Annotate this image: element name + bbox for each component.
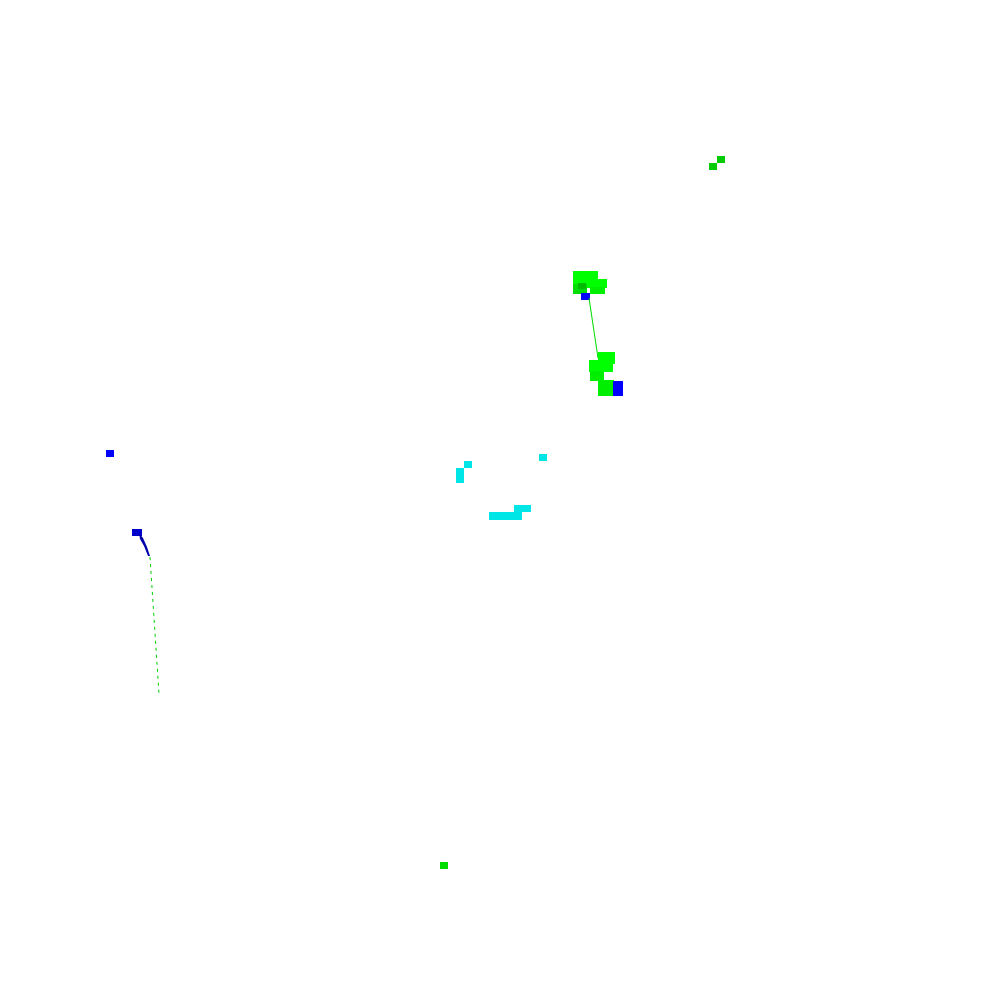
green-cluster-upper xyxy=(573,271,607,300)
green-pixel xyxy=(709,163,717,170)
green-cluster-lower xyxy=(589,352,623,396)
green-dashed-line xyxy=(149,556,160,695)
green-block xyxy=(590,287,605,294)
blue-dot-left xyxy=(106,450,114,457)
green-block xyxy=(598,380,614,396)
green-dot-small-top xyxy=(709,156,725,170)
blue-block xyxy=(613,381,623,396)
green-shadow xyxy=(578,283,586,289)
cyan-pixel xyxy=(456,468,464,483)
green-dot-bottom xyxy=(440,862,448,869)
green-block xyxy=(589,360,613,372)
cyan-cluster xyxy=(456,454,547,520)
green-connector-line xyxy=(588,297,599,359)
blue-pixel xyxy=(132,529,142,536)
cyan-bar xyxy=(514,505,531,512)
cyan-bar xyxy=(489,512,522,520)
blue-arc xyxy=(139,533,150,556)
cyan-pixel xyxy=(464,461,472,468)
green-block xyxy=(590,371,604,381)
blue-arc-left xyxy=(132,529,160,695)
green-block xyxy=(587,279,607,288)
green-pixel xyxy=(717,156,725,163)
blue-pixel xyxy=(581,293,590,300)
cyan-pixel xyxy=(539,454,547,461)
